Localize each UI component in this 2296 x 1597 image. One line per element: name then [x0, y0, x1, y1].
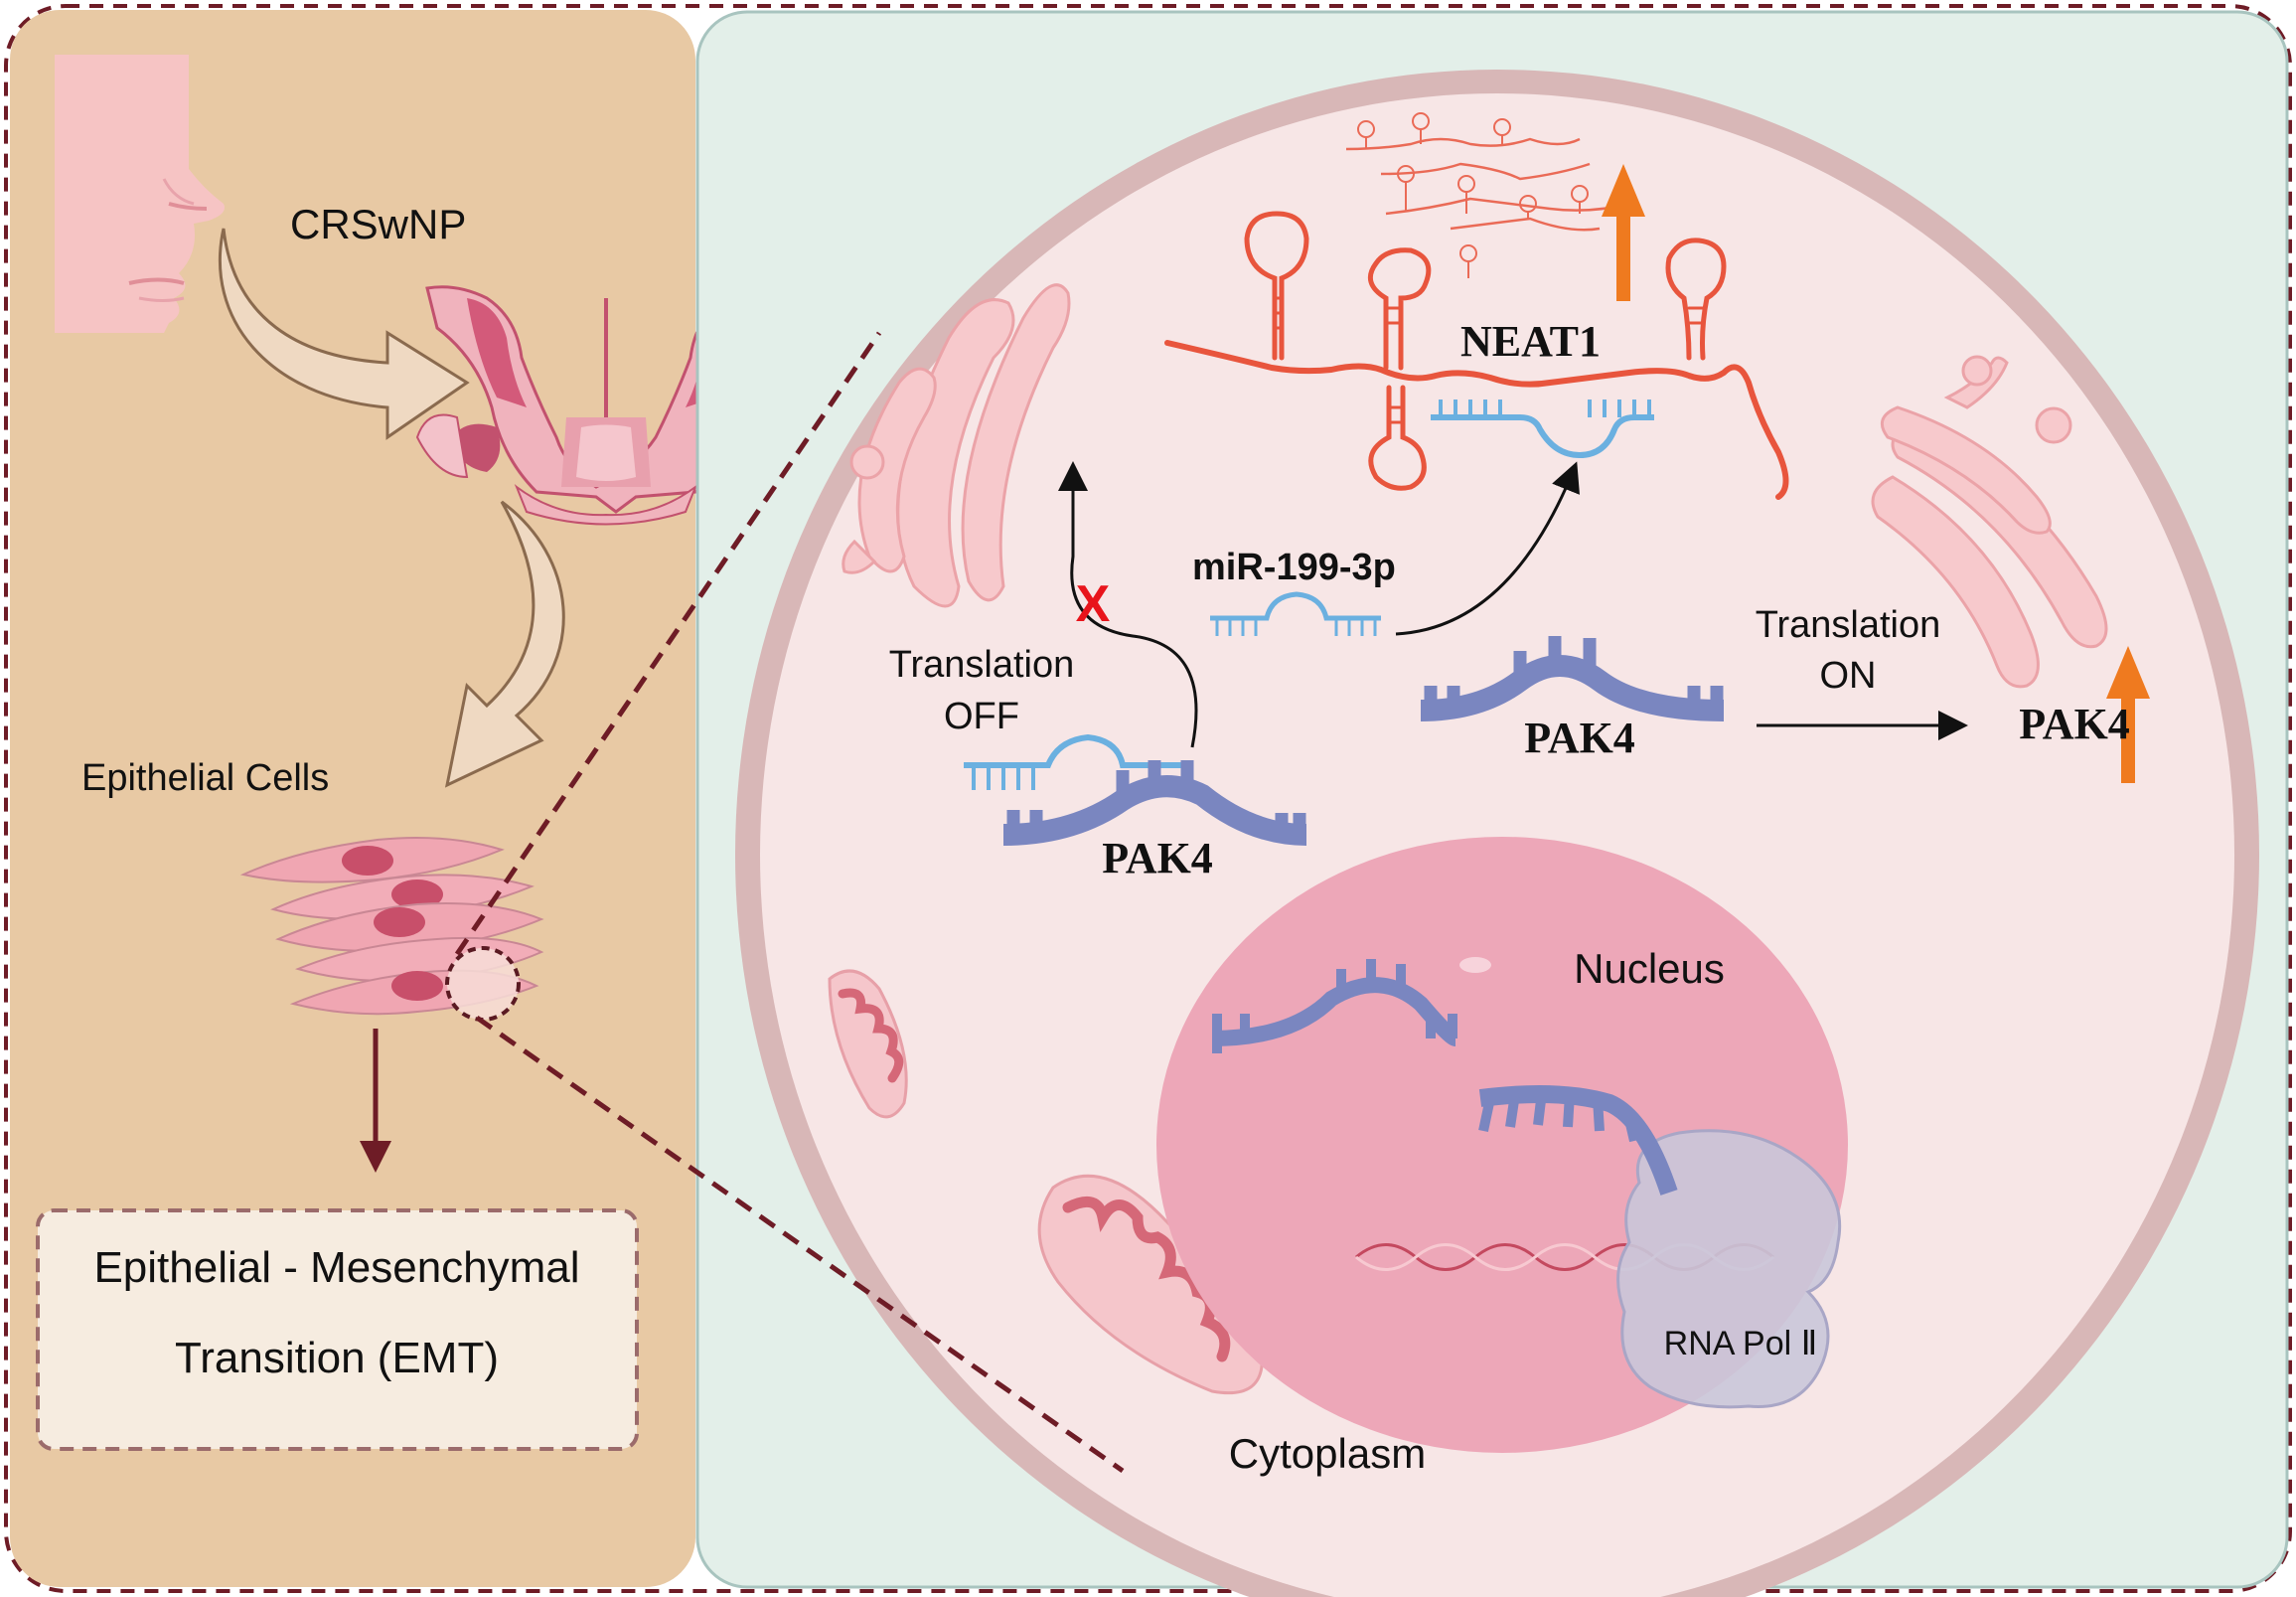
pak4-protein-label: PAK4: [2019, 700, 2130, 748]
emt-line1: Epithelial - Mesenchymal: [93, 1243, 579, 1292]
pak4-mrna-bound-icon: [1002, 760, 1307, 846]
golgi-apparatus-right-icon: [1871, 355, 2108, 689]
translation-off-line2: OFF: [944, 696, 1019, 737]
golgi-apparatus-left-icon: [842, 283, 1071, 608]
zoom-line-lower: [475, 1015, 1125, 1474]
mitochondrion-small-icon: [828, 969, 908, 1119]
flow-arrow-sinus-to-cells: [444, 500, 565, 788]
mirna-bound-pak4-icon: [964, 733, 1187, 790]
disease-label: CRSwNP: [290, 201, 466, 247]
cytoplasm-label: Cytoplasm: [1229, 1430, 1426, 1477]
neat1-label: NEAT1: [1460, 317, 1601, 366]
outer-frame: [4, 4, 2292, 1593]
arrow-mirna-sponge: [1395, 461, 1580, 636]
zoom-line-upper: [454, 331, 882, 956]
mrna-exported-icon: [1211, 959, 1458, 1053]
pak4-mrna-free-icon: [1420, 636, 1725, 721]
flow-arrow-nose-to-sinus: [218, 228, 470, 440]
lncrna-background-strands: [1345, 112, 1630, 278]
mirna-bound-neat1-icon: [1431, 399, 1654, 459]
translation-on-line1: Translation: [1756, 604, 1941, 646]
emt-outcome-box: [36, 1208, 639, 1451]
emt-line2: Transition (EMT): [175, 1334, 499, 1382]
epithelial-cells-label: Epithelial Cells: [81, 757, 329, 799]
neat1-upregulated-arrow-icon: [1602, 164, 1645, 301]
rna-polymerase-label: RNA Pol Ⅱ: [1664, 1325, 1818, 1362]
pak4-bound-label: PAK4: [1102, 834, 1213, 882]
pak4-upregulated-arrow-icon: [2106, 646, 2150, 783]
nascent-mrna-icon: [1478, 1085, 1678, 1196]
neat1-lncrna-icon: [1164, 211, 1789, 500]
mirna-label: miR-199-3p: [1192, 547, 1396, 588]
rna-polymerase-icon: [1616, 1129, 1842, 1409]
translation-on-line2: ON: [1820, 655, 1877, 697]
nucleus-label: Nucleus: [1574, 945, 1725, 992]
zoom-focus-circle: [445, 946, 521, 1022]
left-panel: CRSwNP Epithelial Cells Epithelial - Mes…: [10, 10, 797, 1587]
nucleus-highlight: [1459, 957, 1491, 973]
mirna-free-icon: [1210, 591, 1381, 636]
pak4-free-label: PAK4: [1524, 714, 1635, 762]
translation-off-line1: Translation: [889, 644, 1075, 686]
mitochondrion-large-icon: [1037, 1174, 1264, 1395]
flow-arrowhead-to-emt: [360, 1141, 391, 1173]
right-panel: NEAT1 miR-199-3p X Translation OFF Trans…: [695, 10, 2289, 1597]
nose-profile-icon: [55, 55, 225, 333]
arrow-blocked-translation: [1058, 461, 1198, 748]
blocked-mark: X: [1076, 575, 1111, 633]
